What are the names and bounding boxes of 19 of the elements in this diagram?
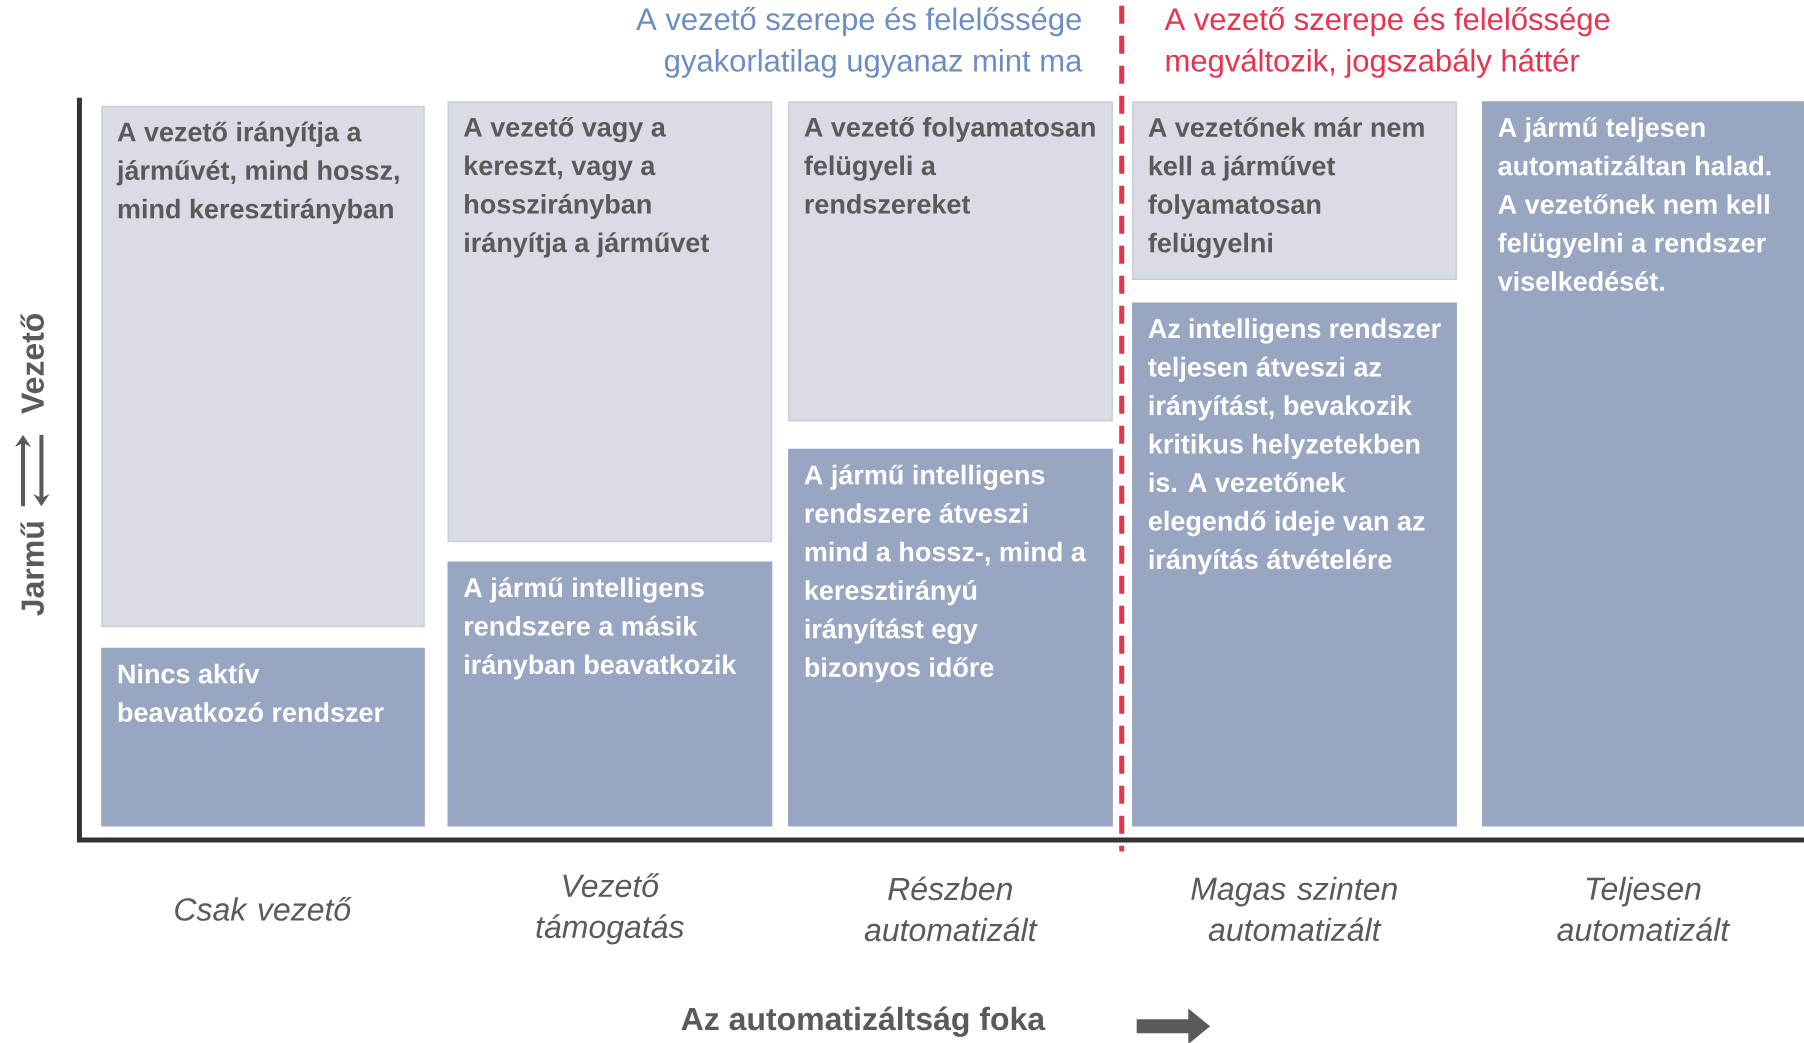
heading: A vezető szerepe és felelőssége gyakorlatilag ugyanaz mint ma: [636, 7, 1083, 78]
category-label: Részben automatizált: [864, 876, 1038, 942]
text-box: A jármű intelligens rendszere a másik irányban beavatkozik: [447, 561, 773, 827]
text-box: Nincs aktív beavatkozó rendszer: [101, 647, 425, 827]
text-box: A jármű teljesen automatizáltan halad. A vezetőnek nem kell felügyelni a rendszer viselkedését.: [1481, 101, 1804, 827]
text-box: Az intelligens rendszer teljesen átveszi az irányítást, bevakozik kritikus helyzetekben is. A vezetőnek elegendő ideje van az irányítás átvételére: [1132, 302, 1457, 827]
category-label: Magas szinten automatizált: [1191, 876, 1397, 942]
category-label: Vezető támogatás: [536, 873, 684, 945]
text-box: A vezetőnek már nem kell a járművet folyamatosan felügyelni: [1132, 101, 1457, 280]
text-box: A vezető vagy a kereszt, vagy a hosszirányban irányítja a járművet: [447, 101, 773, 543]
axis-title: Az automatizáltság foka: [681, 1006, 1046, 1037]
axis-label: Vezető: [20, 313, 44, 414]
axis-label: Jarmű: [20, 522, 44, 616]
category-label: Csak vezető: [175, 896, 352, 921]
text-box: A vezető irányítja a járművét, mind hossz, mind keresztirányban: [101, 105, 425, 628]
text-box: A vezető folyamatosan felügyeli a rendszereket: [788, 101, 1113, 422]
category-label: Teljesen automatizált: [1557, 876, 1731, 942]
text-box: A jármű intelligens rendszere átveszi mind a hossz-, mind a keresztirányú irányítást egy bizonyos időre: [788, 448, 1113, 827]
heading: A vezető szerepe és felelőssége megváltozik, jogszabály háttér: [1164, 7, 1610, 78]
